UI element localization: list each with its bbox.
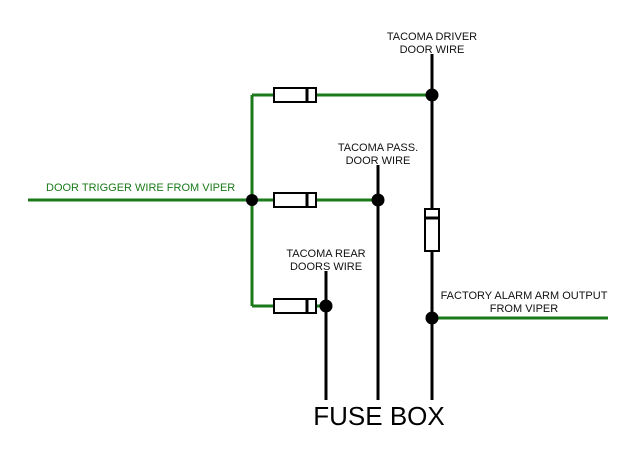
diode-middle <box>273 192 317 208</box>
fusebox-label: FUSE BOX <box>313 401 444 431</box>
diode-top <box>273 87 317 103</box>
green-wires <box>28 93 608 320</box>
trigger-label: DOOR TRIGGER WIRE FROM VIPER <box>46 182 235 194</box>
junction-dot <box>319 299 333 313</box>
junction-dot <box>371 193 385 207</box>
pass-label-line1: TACOMA PASS. <box>338 142 418 154</box>
factory-label-line2: FROM VIPER <box>490 303 559 315</box>
junction-dot <box>425 311 439 325</box>
pass-label-line2: DOOR WIRE <box>346 155 411 167</box>
diode-bottom <box>273 298 317 314</box>
rear-label-line2: DOORS WIRE <box>290 261 362 273</box>
driver-label-line2: DOOR WIRE <box>400 44 465 56</box>
junctions <box>246 88 439 325</box>
black-wires <box>324 54 434 400</box>
factory-label-line1: FACTORY ALARM ARM OUTPUT <box>441 290 608 302</box>
driver-label-line1: TACOMA DRIVER <box>387 31 477 43</box>
junction-dot <box>425 88 439 102</box>
diode-vertical <box>424 208 440 252</box>
rear-label-line1: TACOMA REAR <box>286 248 365 260</box>
junction-dot <box>246 194 258 206</box>
